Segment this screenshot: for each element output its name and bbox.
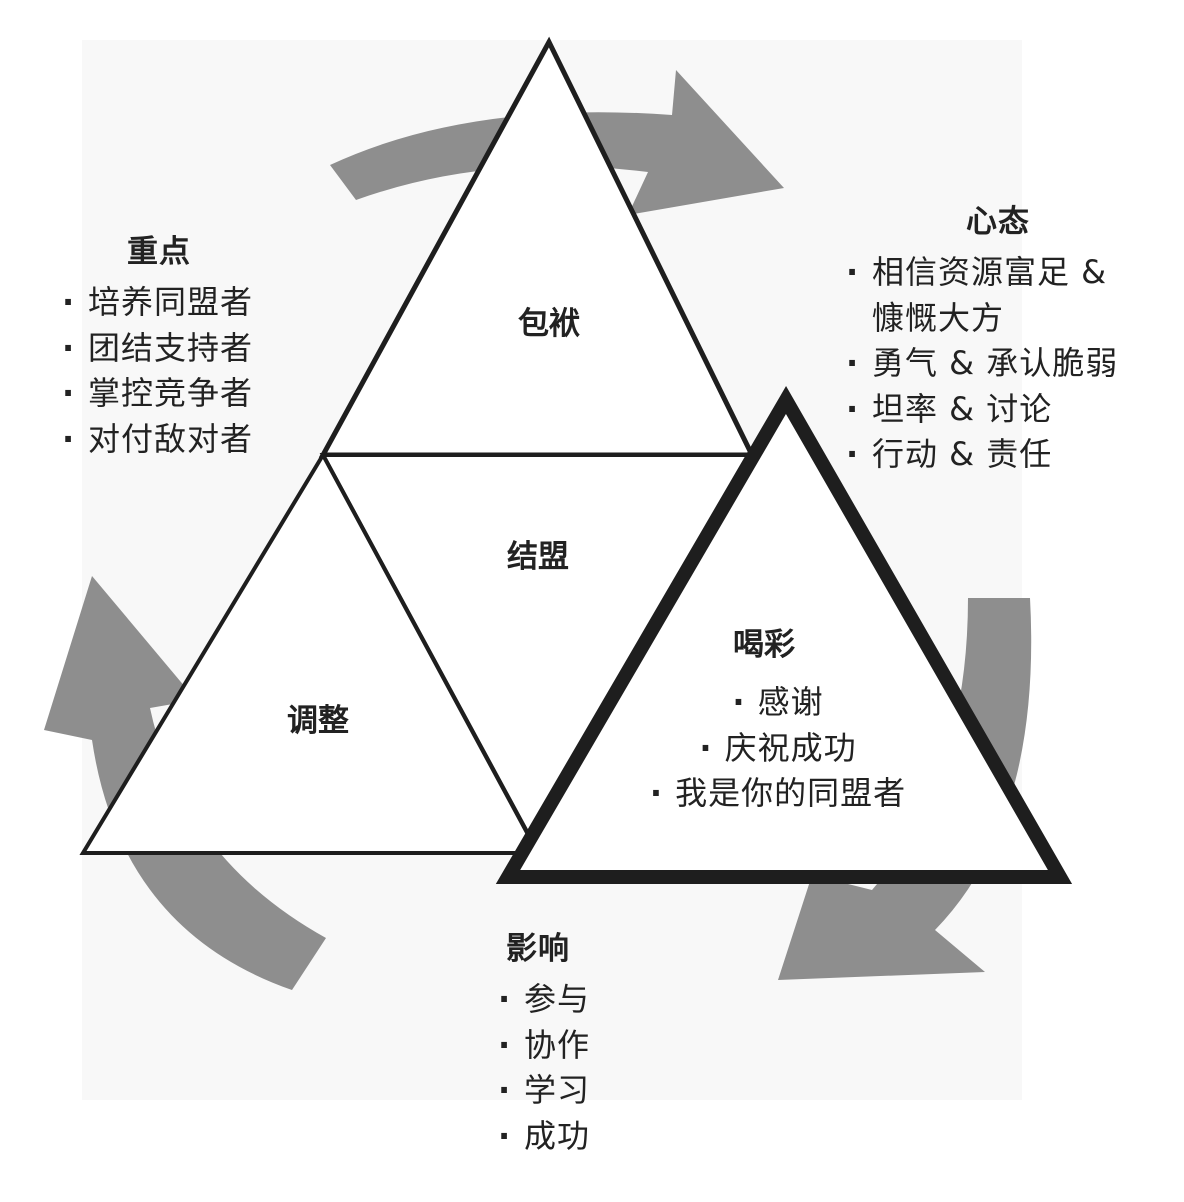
list-item: 慷慨大方 [872, 298, 1005, 337]
list-item: 参与 [498, 977, 590, 1023]
list-item: 行动 & 责任 [846, 432, 1118, 478]
mindset-list: 相信资源富足 & 慷慨大方 勇气 & 承认脆弱 坦率 & 讨论 行动 & 责任 [846, 250, 1118, 478]
list-item: 培养同盟者 [62, 280, 253, 326]
list-item: 我是你的同盟者 [568, 771, 988, 817]
list-item: 勇气 & 承认脆弱 [846, 341, 1118, 387]
list-item: 学习 [498, 1068, 590, 1114]
influence-title: 影响 [506, 931, 570, 967]
middle-triangle-label: 结盟 [507, 539, 569, 575]
list-item: 成功 [498, 1114, 590, 1160]
right-triangle-title: 喝彩 [733, 627, 795, 663]
focus-title: 重点 [127, 234, 191, 270]
list-item: 庆祝成功 [568, 726, 988, 772]
mindset-title: 心态 [966, 204, 1030, 240]
list-item: 团结支持者 [62, 326, 253, 372]
list-item: 对付敌对者 [62, 417, 253, 463]
list-item: 掌控竞争者 [62, 371, 253, 417]
top-triangle-label: 包袱 [518, 306, 580, 342]
list-item: 相信资源富足 & [846, 250, 1118, 296]
influence-list: 参与 协作 学习 成功 [498, 977, 590, 1159]
list-item: 感谢 [568, 680, 988, 726]
left-triangle [79, 450, 542, 855]
focus-list: 培养同盟者 团结支持者 掌控竞争者 对付敌对者 [62, 280, 253, 462]
list-item: 坦率 & 讨论 [846, 387, 1118, 433]
arrow-left [44, 576, 326, 990]
left-triangle-label: 调整 [287, 703, 349, 739]
list-item: 协作 [498, 1023, 590, 1069]
right-triangle-list: 感谢 庆祝成功 我是你的同盟者 [568, 680, 988, 817]
